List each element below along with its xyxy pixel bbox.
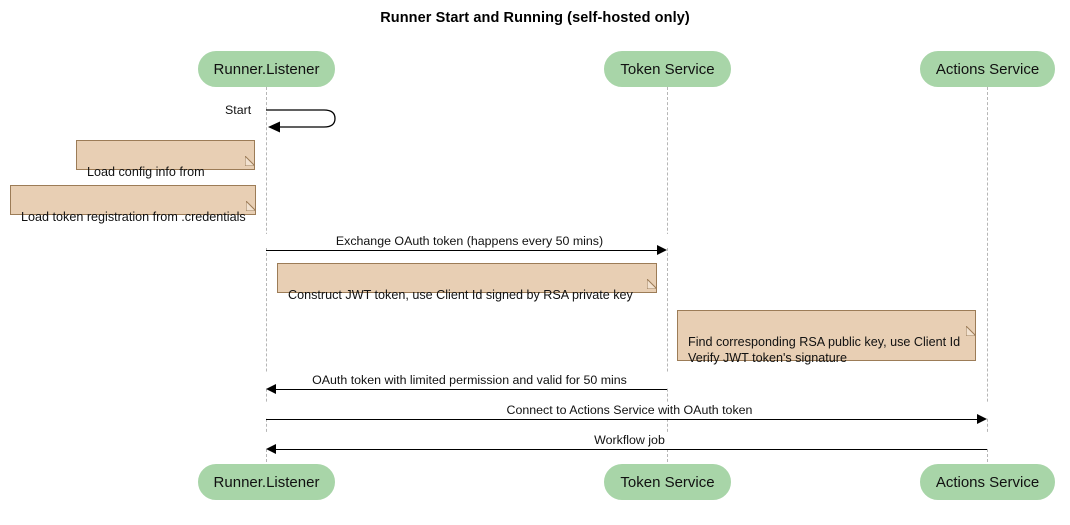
note-fold-icon (647, 263, 657, 289)
participant-token-top[interactable]: Token Service (604, 51, 731, 87)
note-text: Construct JWT token, use Client Id signe… (288, 288, 633, 302)
message-arrowhead-workflow-job (266, 444, 276, 454)
note-fold-icon (966, 310, 976, 336)
lifeline-token (667, 87, 668, 462)
message-line-workflow-job[interactable] (276, 449, 987, 450)
message-self-start[interactable] (266, 106, 346, 138)
note-text: Find corresponding RSA public key, use C… (688, 335, 961, 365)
message-line-connect-actions-service[interactable] (266, 419, 977, 420)
participant-label: Token Service (620, 60, 715, 78)
participant-token-bottom[interactable]: Token Service (604, 464, 731, 500)
participant-runner-top[interactable]: Runner.Listener (198, 51, 335, 87)
participant-label: Actions Service (935, 60, 1040, 78)
participant-runner-bottom[interactable]: Runner.Listener (198, 464, 335, 500)
message-arrowhead-oauth-token-returned (266, 384, 276, 394)
note-fold-icon (245, 140, 255, 166)
message-arrowhead-exchange-oauth-token (657, 245, 667, 255)
message-line-oauth-token-returned[interactable] (276, 389, 667, 390)
message-label-start: Start (222, 103, 255, 117)
diagram-title: Runner Start and Running (self-hosted on… (380, 10, 690, 26)
note-load-config: Load config info from .runner (76, 140, 255, 195)
message-label-connect-actions-service: Connect to Actions Service with OAuth to… (266, 403, 993, 417)
participant-label: Runner.Listener (213, 60, 320, 78)
note-verify-jwt-signature: Find corresponding RSA public key, use C… (677, 310, 976, 365)
message-label-workflow-job: Workflow job (266, 433, 993, 447)
participant-label: Actions Service (935, 473, 1040, 491)
participant-actions-bottom[interactable]: Actions Service (920, 464, 1055, 500)
note-construct-jwt-token: Construct JWT token, use Client Id signe… (277, 263, 657, 302)
lifeline-actions (987, 87, 988, 462)
message-arrowhead-connect-actions-service (977, 414, 987, 424)
note-fold-icon (246, 185, 256, 211)
note-text: Load token registration from .credential… (21, 210, 246, 224)
participant-label: Runner.Listener (213, 473, 320, 491)
lifeline-runner (266, 87, 267, 462)
participant-label: Token Service (620, 473, 715, 491)
participant-actions-top[interactable]: Actions Service (920, 51, 1055, 87)
note-load-token-registration: Load token registration from .credential… (10, 185, 256, 224)
message-label-oauth-token-returned: OAuth token with limited permission and … (266, 373, 673, 387)
message-label-exchange-oauth-token: Exchange OAuth token (happens every 50 m… (266, 234, 673, 248)
message-line-exchange-oauth-token[interactable] (266, 250, 657, 251)
